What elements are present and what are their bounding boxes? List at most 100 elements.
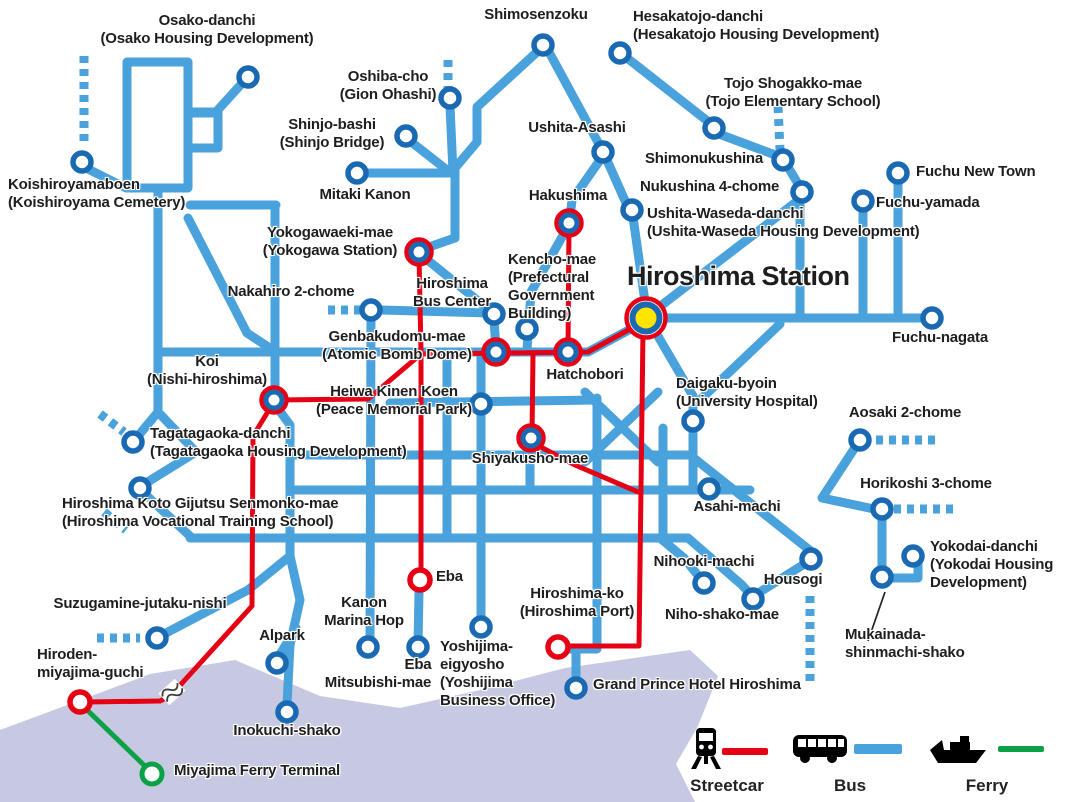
ferry-line-swatch — [998, 746, 1044, 752]
bus-route-13 — [274, 623, 301, 661]
bus-route-12 — [282, 551, 305, 710]
station-marker-tagatagaoka-danchi — [121, 430, 145, 454]
station-marker-yoshijima-eigyosho — [469, 615, 493, 639]
station-marker-hiroshima-station — [624, 296, 668, 340]
station-markers — [67, 33, 944, 787]
bus-route-26 — [405, 136, 452, 175]
station-marker-eba-bus — [406, 635, 430, 659]
bus-route-27 — [445, 101, 458, 177]
line-break-icon — [158, 678, 186, 706]
bus-route-61 — [580, 387, 663, 467]
bus-route-20 — [655, 533, 705, 583]
route-break-squiggle — [158, 678, 186, 706]
station-marker-suzugamine-jutaku-nishi — [145, 626, 169, 650]
bus-route-65 — [685, 450, 817, 557]
bus-route-2 — [122, 57, 193, 193]
station-marker-shiyakusho-mae — [516, 423, 546, 453]
station-marker-mukainada-shinmachi-shako — [870, 565, 894, 589]
streetcar-line-swatch — [722, 748, 768, 755]
bus-route-36 — [653, 194, 805, 313]
ferry-icon — [930, 736, 986, 763]
station-marker-oshiba-cho — [438, 86, 462, 110]
bus-icon — [793, 735, 847, 763]
station-marker-yokodai-danchi — [901, 544, 925, 568]
bus-route-30 — [601, 153, 631, 208]
bus-route-29 — [544, 47, 605, 151]
station-marker-nakahiro-2chome — [359, 298, 383, 322]
station-marker-hesakatojo-danchi — [608, 41, 632, 65]
station-marker-inokuchi-shako — [275, 700, 299, 724]
bus-route-34 — [773, 105, 785, 151]
streetcar-route-5 — [532, 441, 641, 495]
station-marker-hiroshima-bus-center — [482, 302, 506, 326]
streetcar-route-3 — [561, 327, 646, 649]
station-marker-hiroshima-ko — [545, 634, 571, 660]
station-marker-heiwa-kinen-koen — [469, 392, 493, 416]
label-pointer-line — [867, 591, 886, 642]
bus-route-17 — [101, 508, 129, 534]
bus-route-14 — [133, 407, 163, 441]
streetcar-route-6 — [171, 402, 275, 695]
legend: Streetcar Bus — [670, 718, 1066, 802]
station-marker-shimosenzoku — [531, 33, 555, 57]
legend-item-streetcar: Streetcar — [670, 718, 790, 802]
station-marker-koishiroyamaboen — [70, 150, 94, 174]
bus-route-18 — [141, 490, 197, 543]
station-marker-ushita-asashi — [591, 140, 615, 164]
streetcar-route-2 — [565, 223, 572, 353]
bus-route-66 — [817, 441, 879, 514]
station-marker-kencho-mae — [515, 317, 539, 341]
streetcar-route-4 — [529, 351, 536, 439]
bus-route-32 — [622, 53, 715, 128]
bus-route-72 — [385, 395, 602, 408]
bus-route-37 — [628, 212, 650, 307]
station-marker-shinjo-bashi — [394, 124, 418, 148]
station-marker-housogi — [799, 547, 823, 571]
station-marker-genbakudomu-mae — [481, 337, 511, 367]
bus-route-1 — [81, 163, 131, 193]
bus-route-38 — [420, 253, 493, 314]
station-marker-fuchu-new-town — [886, 161, 910, 185]
ferry-line — [81, 704, 153, 774]
bus-route-15 — [141, 407, 201, 488]
station-marker-daigaku-byoin — [681, 409, 705, 433]
mukainada-pointer-line — [867, 591, 886, 642]
streetcar-route-1 — [416, 252, 424, 581]
station-marker-mitaki-kanon — [345, 161, 369, 185]
bus-route-16 — [97, 410, 127, 436]
station-marker-eba-streetcar — [407, 567, 433, 593]
station-marker-hakushima — [554, 208, 584, 238]
station-marker-tojo-shogakko-mae — [702, 116, 726, 140]
station-marker-grand-prince-hotel — [564, 676, 588, 700]
station-marker-yokogawaeki-mae — [404, 237, 434, 267]
station-marker-nukushina-4chome — [790, 180, 814, 204]
station-marker-shimonukushina — [771, 148, 795, 172]
station-marker-fuchu-nagata — [920, 306, 944, 330]
station-marker-nihooki-machi — [692, 571, 716, 595]
bus-lines — [79, 47, 956, 710]
bus-line-swatch — [854, 744, 902, 754]
station-marker-horikoshi-3chome — [870, 497, 894, 521]
sea-shape — [0, 650, 718, 802]
bus-route-51 — [695, 319, 785, 405]
station-marker-hatchobori — [553, 337, 583, 367]
bus-route-7 — [183, 213, 281, 357]
bus-route-24 — [418, 163, 460, 254]
bus-route-10 — [161, 551, 295, 638]
bus-route-4 — [183, 108, 223, 153]
bus-route-31 — [565, 155, 605, 223]
bus-route-22 — [755, 558, 811, 597]
bus-route-3 — [183, 75, 250, 117]
ferry-route-0 — [81, 704, 153, 774]
station-marker-niho-shako-mae — [741, 587, 765, 611]
station-marker-alpark — [265, 651, 289, 675]
legend-label-ferry: Ferry — [965, 776, 1009, 795]
streetcar-lines — [83, 223, 646, 705]
legend-label-streetcar: Streetcar — [690, 776, 764, 795]
legend-item-bus: Bus — [778, 718, 908, 802]
bus-route-54 — [365, 311, 376, 648]
station-marker-osako-danchi — [236, 65, 260, 89]
legend-label-bus: Bus — [833, 776, 867, 795]
